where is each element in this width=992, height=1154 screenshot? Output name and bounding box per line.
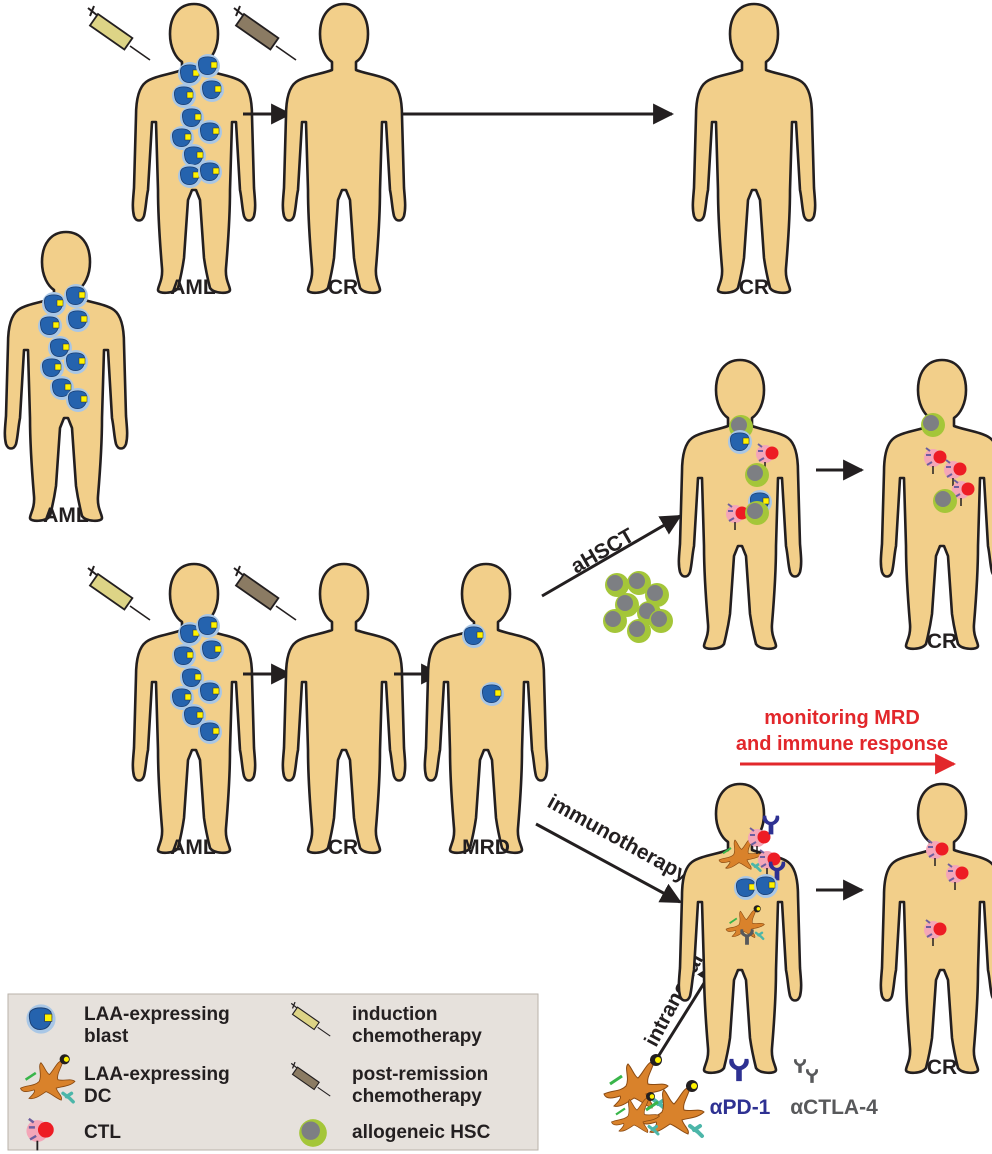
- legend: LAA-expressing blast LAA-expressing DC C…: [7, 993, 539, 1152]
- immunotherapy-branch: immunotherapy intranodal CR: [535, 707, 992, 1138]
- label-cr-top-mid: CR: [328, 276, 358, 299]
- hsct-figure: [677, 358, 803, 651]
- middle-row: AML CR MRD: [87, 562, 549, 859]
- label-aml-bottom: AML: [170, 836, 216, 859]
- mrd-blast-1: [461, 623, 487, 649]
- mrd-blast-2: [479, 681, 505, 707]
- top-row: AML CR CR: [87, 2, 817, 299]
- aml-figure-left: [3, 230, 129, 523]
- label-cr-top-right: CR: [739, 276, 769, 299]
- induction-syringe-icon-2: [87, 565, 151, 621]
- legend-induction-line2: chemotherapy: [352, 1026, 482, 1047]
- mrd-figure: [423, 562, 549, 855]
- post-remission-syringe-icon: [233, 5, 297, 61]
- hsc-cluster: [603, 571, 673, 643]
- label-aml-left: AML: [43, 504, 89, 527]
- ctla4-antibody-icon: [793, 1059, 807, 1073]
- induction-syringe-icon: [87, 5, 151, 61]
- left-aml: AML: [3, 230, 129, 527]
- pd1-antibody-icon: [729, 1058, 749, 1082]
- legend-hsc: allogeneic HSC: [352, 1122, 491, 1143]
- label-cr-immuno: CR: [927, 1056, 957, 1079]
- label-pd1: αPD-1: [710, 1096, 771, 1119]
- antibody-ctla4: αCTLA-4: [790, 1059, 878, 1119]
- label-mrd: MRD: [462, 836, 510, 859]
- legend-ctl: CTL: [84, 1122, 121, 1143]
- legend-post-line1: post-remission: [352, 1064, 488, 1085]
- label-ahsct: aHSCT: [567, 524, 638, 578]
- arrow-ahsct: [541, 514, 682, 598]
- legend-box: [7, 993, 539, 1151]
- legend-blast-line1: LAA-expressing: [84, 1004, 230, 1025]
- legend-induction-line1: induction: [352, 1004, 437, 1025]
- label-ctla4: αCTLA-4: [790, 1096, 878, 1119]
- legend-post-line2: chemotherapy: [352, 1086, 482, 1107]
- injected-dc-cluster: [602, 1052, 706, 1138]
- label-aml-top: AML: [170, 276, 216, 299]
- arrow-immunotherapy: [535, 822, 682, 904]
- legend-blast-icon: [25, 1003, 57, 1035]
- hsct-branch: aHSCT CR: [541, 358, 992, 653]
- antibody-pd1: αPD-1: [710, 1058, 771, 1119]
- label-intranodal: intranodal: [640, 950, 708, 1050]
- legend-hsc-icon: [299, 1119, 327, 1147]
- cr-figure-bottom: [281, 562, 407, 855]
- cr-figure-top-mid: [281, 2, 407, 295]
- label-cr-hsct: CR: [927, 630, 957, 653]
- monitoring-line-1: monitoring MRD: [764, 707, 920, 729]
- legend-blast-line2: blast: [84, 1026, 129, 1047]
- legend-dc-line2: DC: [84, 1086, 112, 1107]
- label-cr-bottom: CR: [328, 836, 358, 859]
- post-remission-syringe-icon-2: [233, 565, 297, 621]
- cr-figure-top-right: [691, 2, 817, 295]
- monitoring-line-2: and immune response: [736, 733, 948, 755]
- legend-dc-line1: LAA-expressing: [84, 1064, 230, 1085]
